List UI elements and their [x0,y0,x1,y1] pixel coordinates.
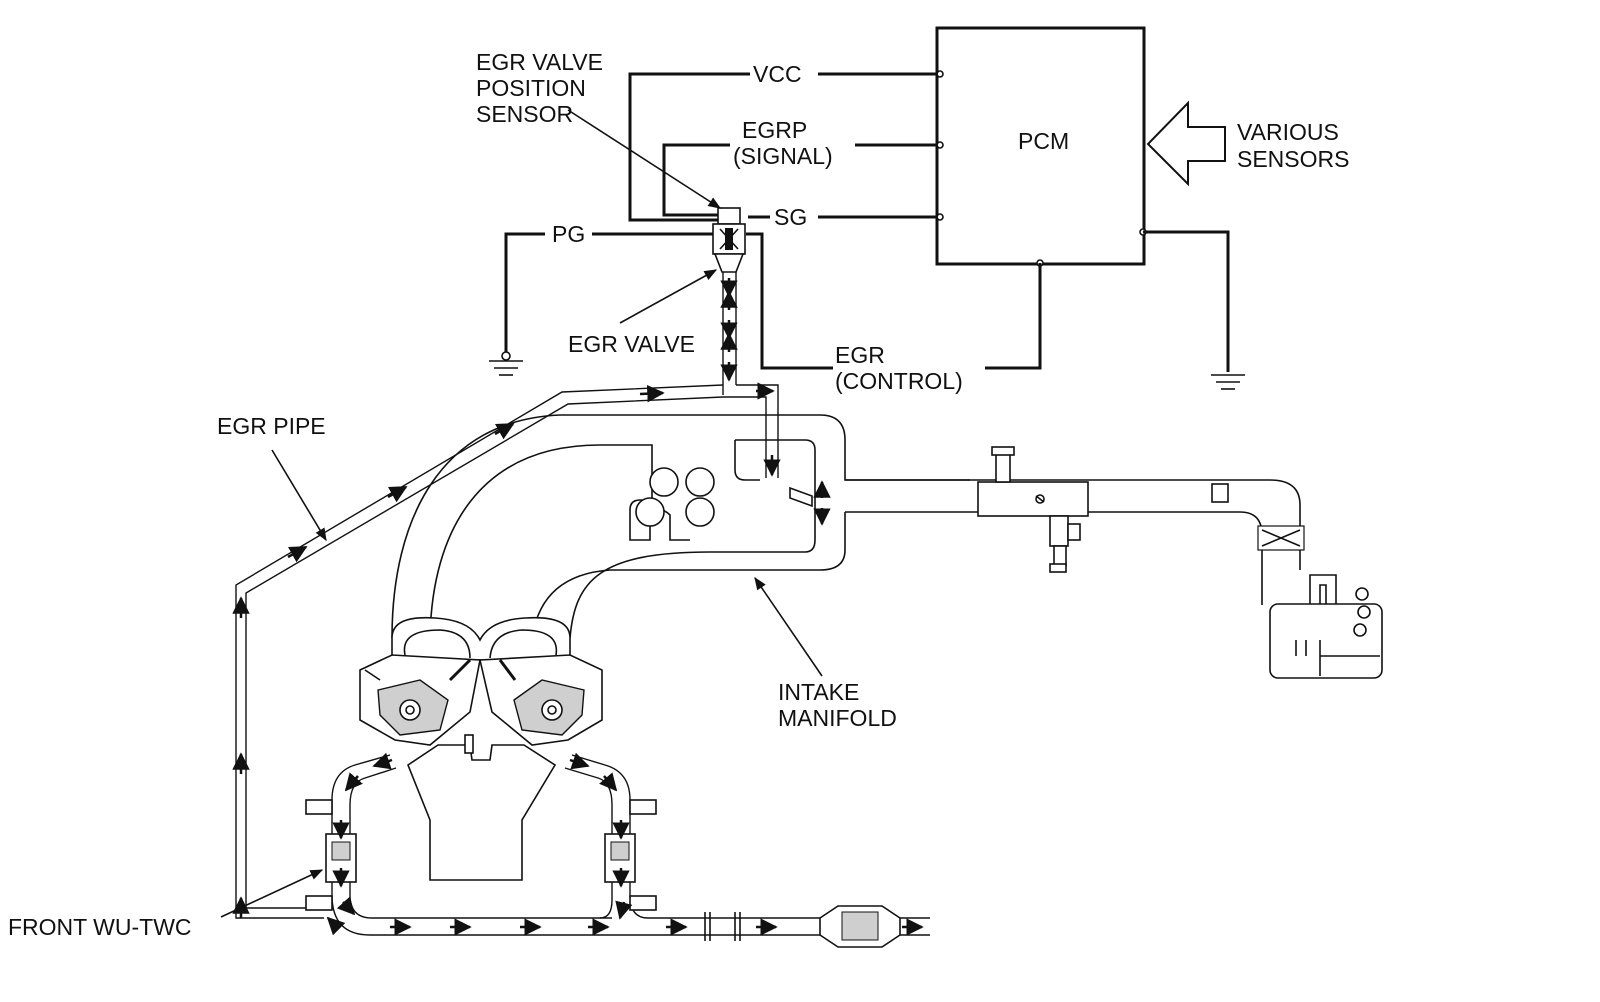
front-wu-twc-label: FRONT WU-TWC [8,914,192,940]
egr-valve-position-sensor-label-line1: EGR VALVE [476,49,603,75]
various-sensors-label-line1: VARIOUS [1237,119,1339,145]
egr-pipe-arrows [232,382,781,918]
egr-valve [712,207,746,273]
pcm-label: PCM [1018,128,1069,154]
label-leaders [220,109,823,918]
exhaust-flow-arrows [326,752,924,936]
pcm-box: PCM [935,26,1147,267]
intake-manifold [391,414,970,641]
pg-label: PG [552,221,585,247]
intake-manifold-label-line1: INTAKE [778,679,859,705]
ground-symbol-left [489,351,523,376]
egr-valve-position-sensor-label-line2: POSITION [476,75,586,101]
egr-valve-label: EGR VALVE [568,331,695,357]
vcc-label: VCC [753,61,802,87]
wiring [504,72,1230,372]
ground-symbol-right [1211,374,1245,390]
exhaust-system [305,754,930,948]
various-sensors-arrow [1146,100,1226,187]
egr-control-label-line1: EGR [835,342,885,368]
various-sensors-label-line2: SENSORS [1237,146,1349,172]
egr-control-label-line2: (CONTROL) [835,368,963,394]
egr-valve-position-sensor-label-line3: SENSOR [476,101,573,127]
egrp-label-line2: (SIGNAL) [733,143,833,169]
egr-pipe-label: EGR PIPE [217,413,326,439]
intake-duct [845,446,1383,679]
engine [359,616,603,881]
egr-pipe [235,384,779,919]
sg-label: SG [774,204,807,230]
intake-manifold-label-line2: MANIFOLD [778,705,897,731]
egrp-label-line1: EGRP [742,117,807,143]
